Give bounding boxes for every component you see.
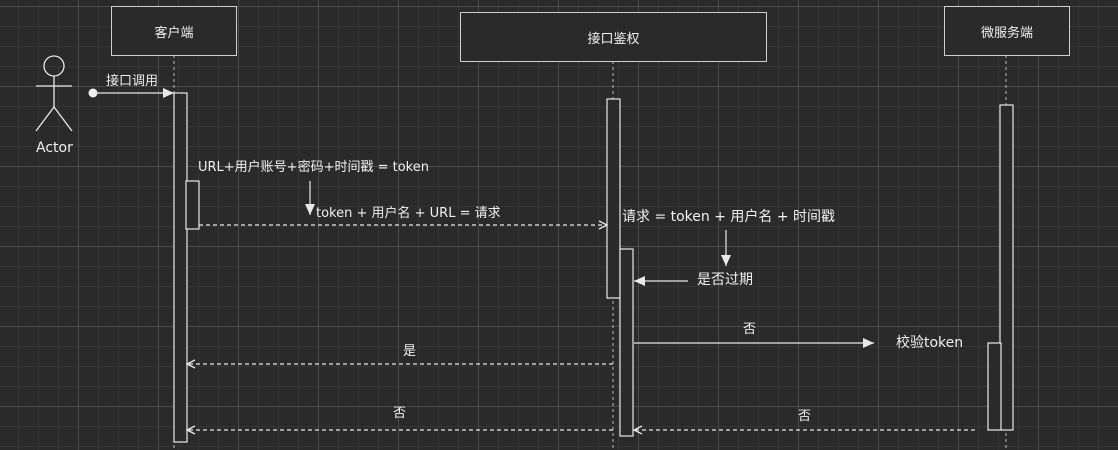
participant-service: 微服务端 [944, 6, 1070, 56]
participant-service-label: 微服务端 [980, 25, 1033, 41]
request-formula-label: token + 用户名 + URL = 请求 [316, 206, 501, 221]
client-activation [173, 92, 188, 443]
call-label: 接口调用 [106, 74, 159, 89]
yes-return-label: 是 [403, 344, 417, 359]
auth-activation [606, 98, 621, 299]
service-activation [999, 104, 1014, 431]
request-def-label: 请求 = token + 用户名 + 时间戳 [622, 209, 836, 225]
no-return-service-label: 否 [798, 409, 812, 424]
participant-auth-label: 接口鉴权 [587, 31, 640, 47]
no-to-service-label: 否 [743, 322, 757, 337]
client-self-activation [185, 180, 200, 230]
no-return-client-label: 否 [393, 406, 407, 421]
verify-token-label: 校验token [896, 335, 964, 351]
service-verify-activation [987, 342, 1002, 431]
expired-check-label: 是否过期 [697, 272, 753, 288]
actor-label: Actor [36, 140, 73, 156]
actor-icon [35, 55, 73, 132]
participant-client-label: 客户端 [154, 25, 194, 41]
participant-client: 客户端 [111, 6, 237, 56]
token-formula-label: URL+用户账号+密码+时间戳 = token [198, 160, 429, 175]
auth-check-activation [619, 248, 634, 437]
participant-auth: 接口鉴权 [460, 12, 767, 62]
